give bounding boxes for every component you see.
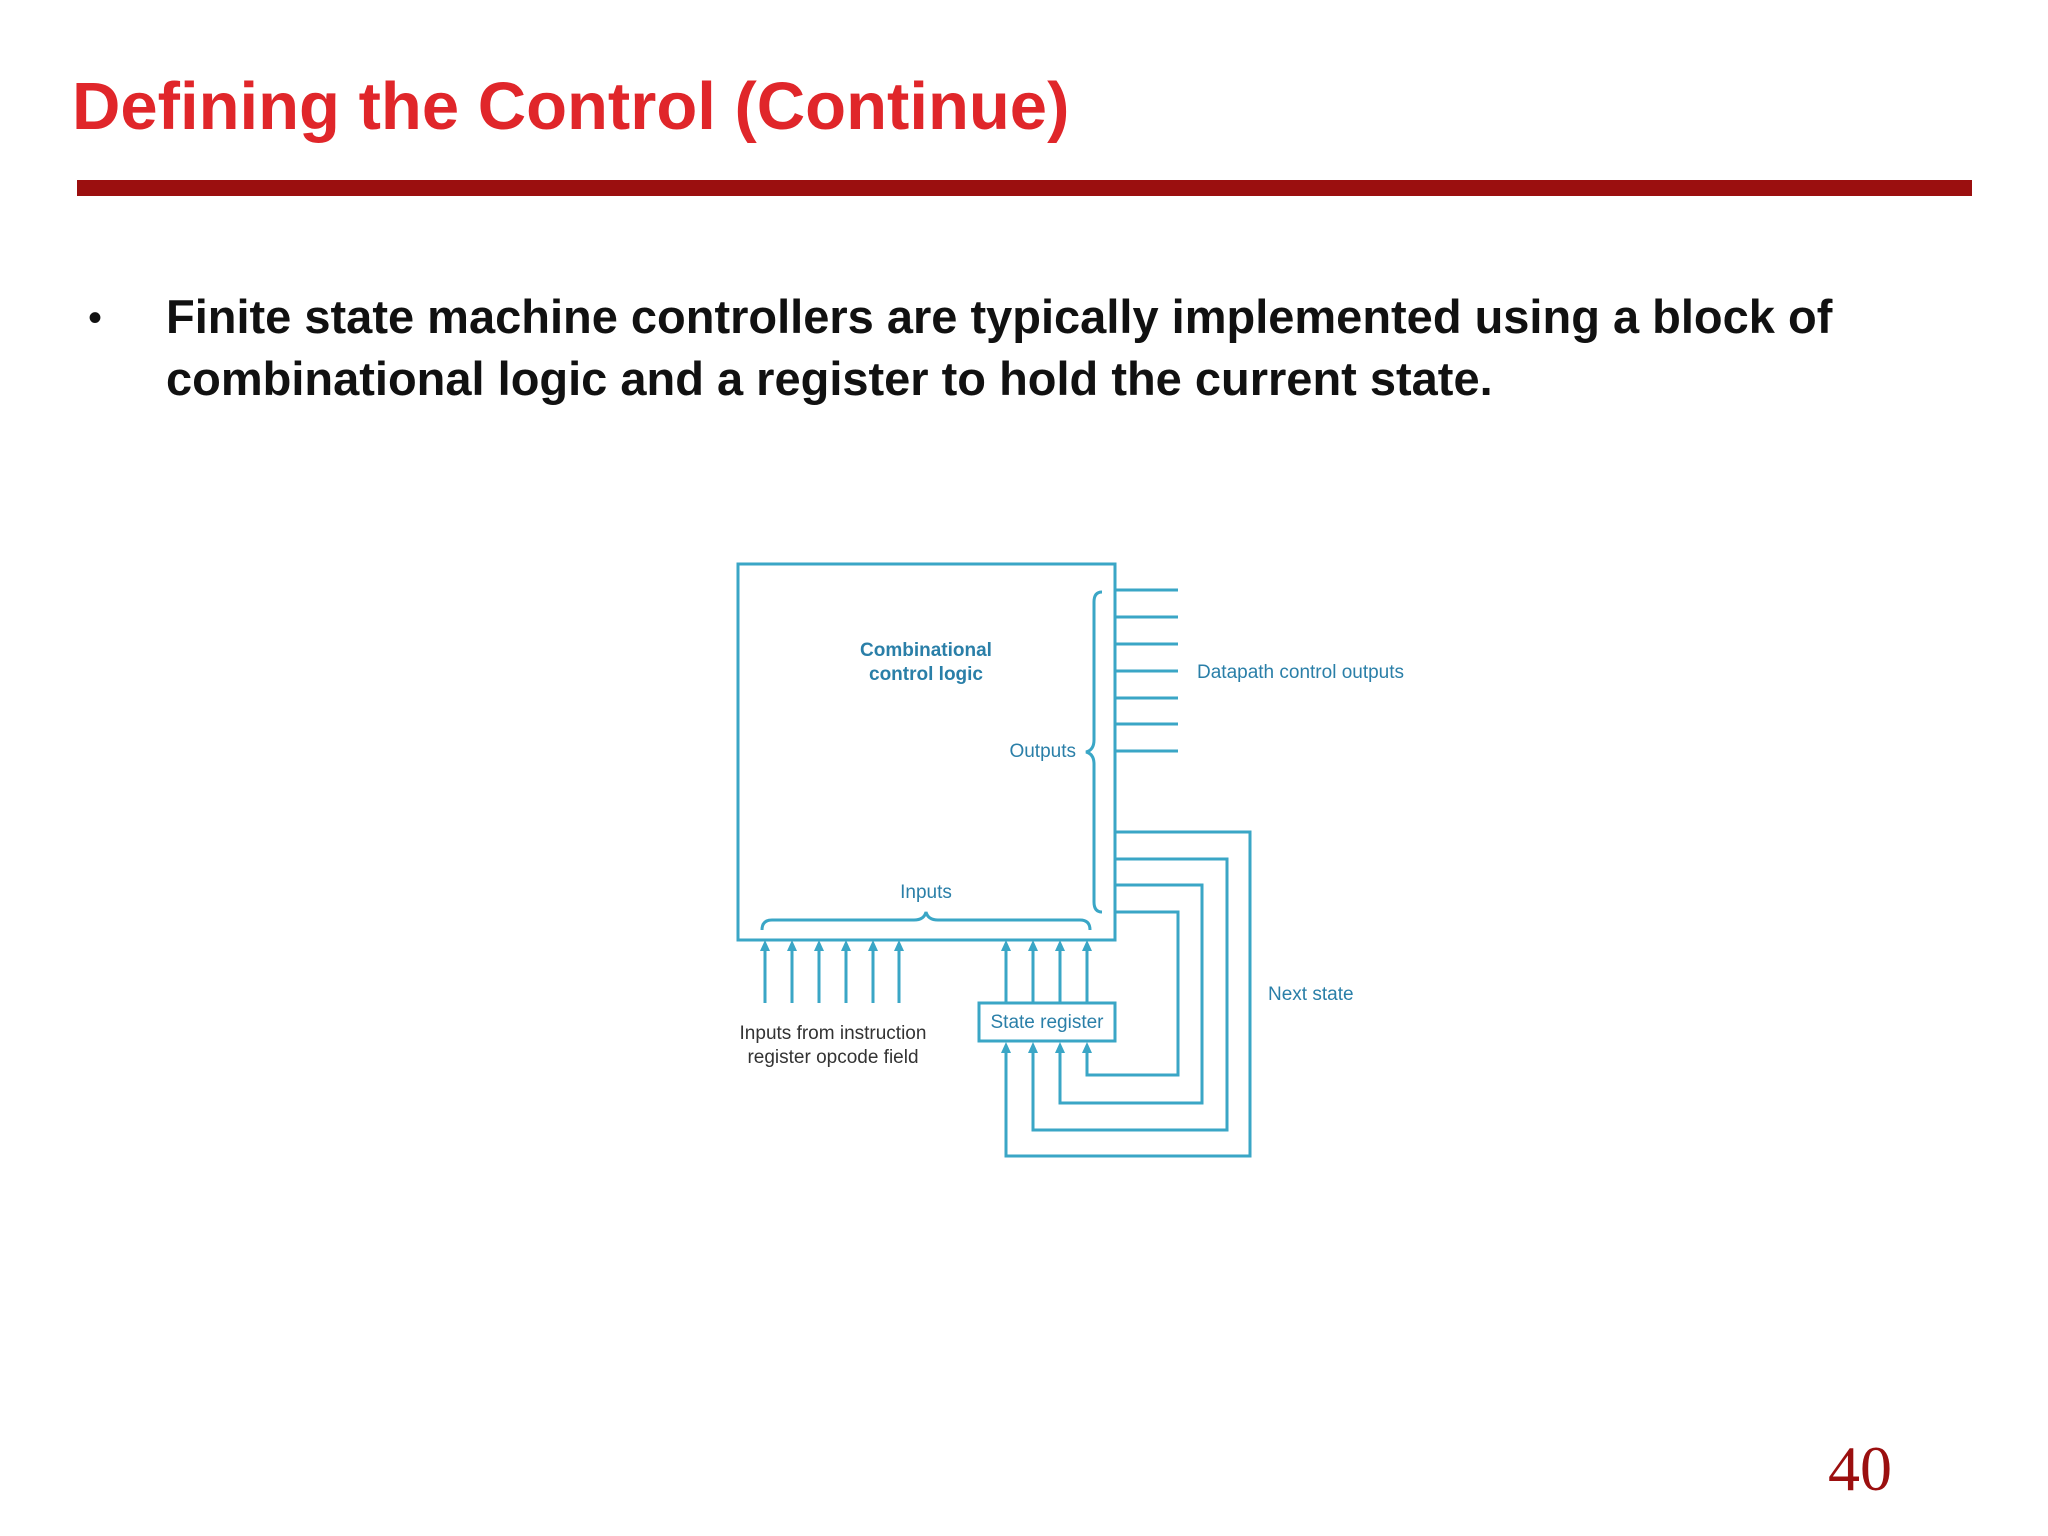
page-number: 40	[1828, 1433, 1892, 1504]
logic-label-line1: Combinational	[860, 640, 992, 661]
datapath-output-lines	[1115, 588, 1178, 753]
datapath-label: Datapath control outputs	[1197, 662, 1404, 683]
title-divider	[77, 180, 1972, 196]
state-register-label: State register	[991, 1012, 1105, 1033]
inputs-brace	[760, 911, 1092, 931]
opcode-input-arrows	[763, 948, 901, 1003]
outputs-brace	[1085, 590, 1103, 914]
outputs-label: Outputs	[1009, 741, 1076, 762]
bullet-text: Finite state machine controllers are typ…	[166, 290, 1833, 405]
opcode-label-line1: Inputs from instruction	[740, 1023, 927, 1044]
arrowheads	[760, 940, 1092, 1053]
slide-title: Defining the Control (Continue)	[72, 69, 1070, 144]
next-state-feedback	[1004, 830, 1252, 1158]
bullet-marker: •	[88, 296, 103, 340]
inputs-label: Inputs	[900, 882, 952, 903]
state-to-logic-arrows	[1004, 948, 1089, 1003]
state-register-box	[977, 1001, 1117, 1043]
logic-label-line2: control logic	[869, 664, 983, 685]
opcode-label-line2: register opcode field	[747, 1047, 918, 1068]
next-state-label: Next state	[1268, 984, 1354, 1005]
